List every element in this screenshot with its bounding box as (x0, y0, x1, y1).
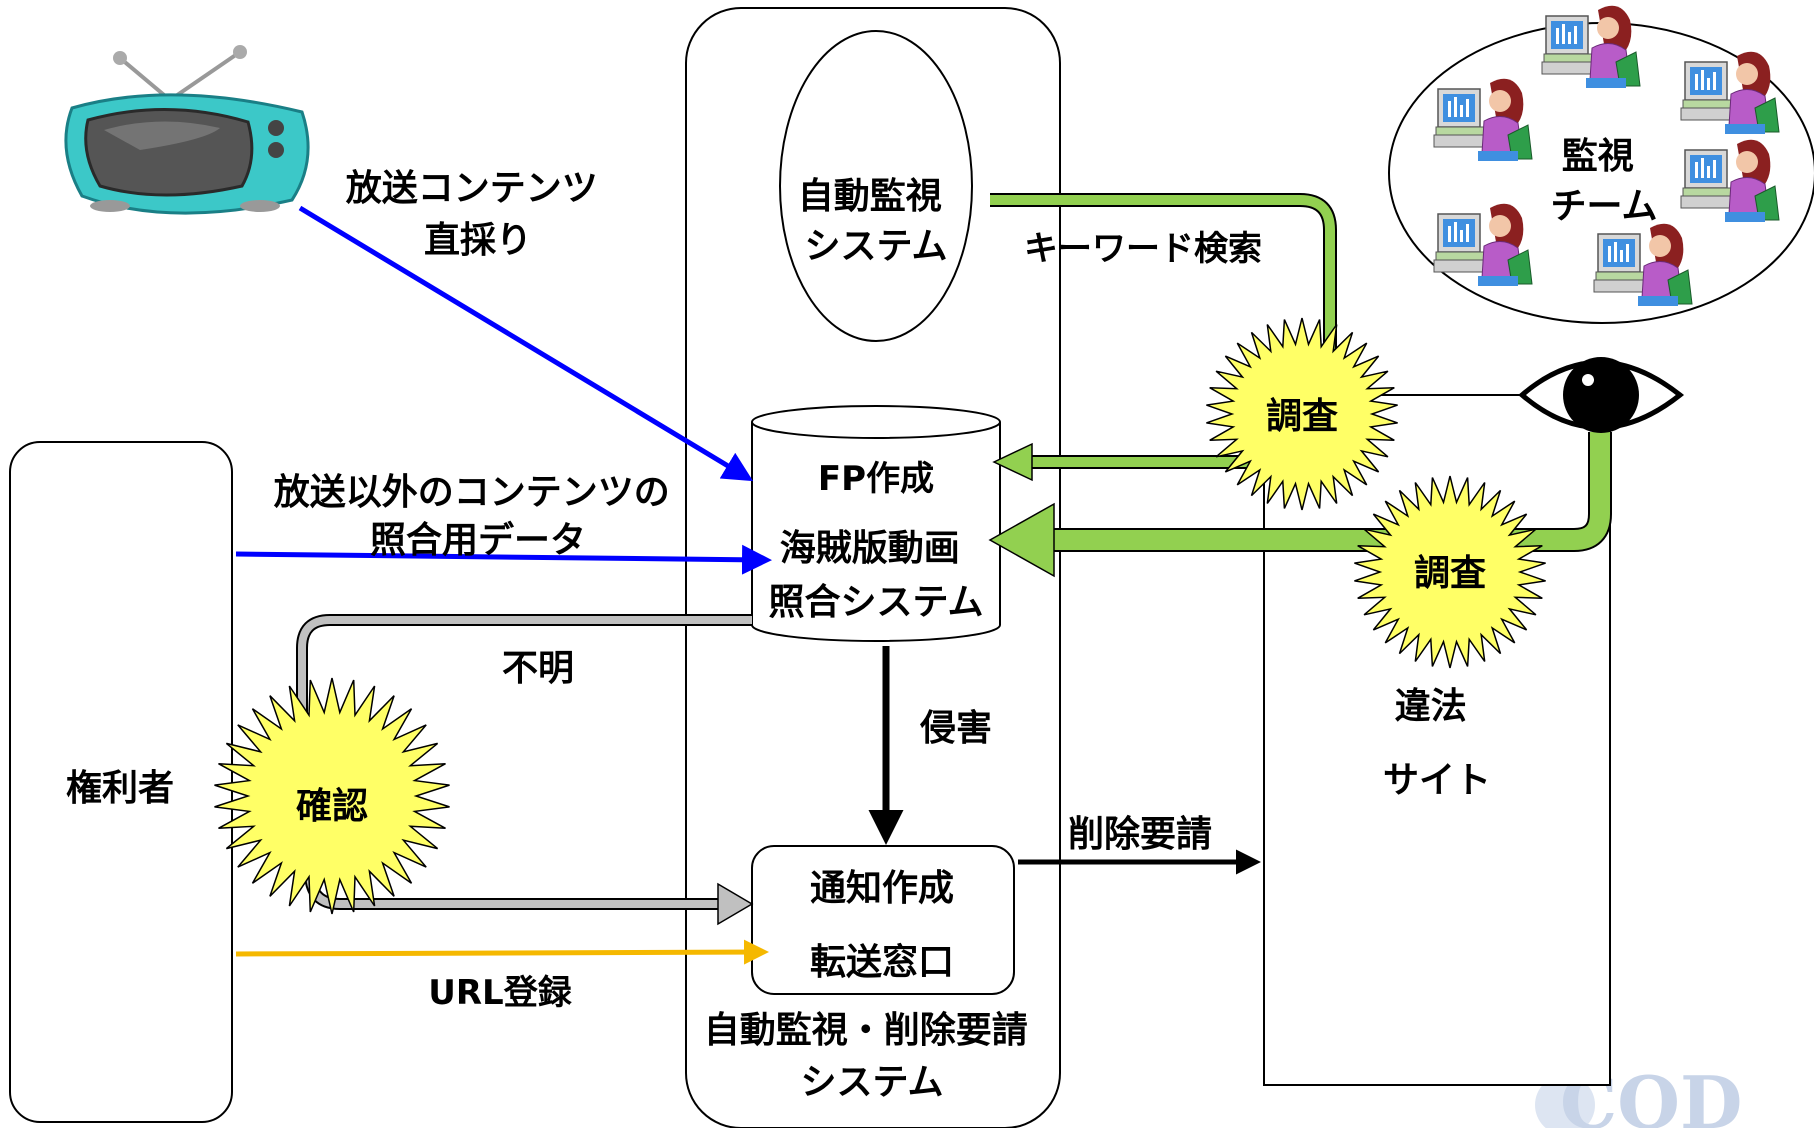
rights-holder-label: 権利者 (66, 768, 174, 809)
worker-icon (1433, 203, 1533, 286)
infringement-label: 侵害 (919, 708, 992, 749)
worker-icon (1680, 139, 1780, 222)
worker-icon (1541, 5, 1641, 88)
worker-icon (1593, 223, 1693, 306)
investigate-label-1: 調査 (1266, 396, 1338, 437)
url-register-arrow (235, 939, 769, 965)
url-register-label: URL登録 (428, 973, 572, 1013)
matching-system-cylinder (751, 405, 1001, 642)
monitor-team-workers (1433, 5, 1780, 306)
notify-box (751, 845, 1015, 995)
investigate-label-2: 調査 (1414, 553, 1486, 594)
auto-monitor-label: 自動監視 システム (798, 176, 955, 267)
monitor-team-label: 監視 チーム (1551, 136, 1658, 227)
fp-create-label: FP作成 (818, 459, 934, 499)
unknown-label: 不明 (502, 648, 574, 689)
illegal-site-label: 違法 サイト (1383, 686, 1491, 801)
broadcast-capture-arrow (298, 205, 754, 482)
forward-label: 転送窓口 (810, 942, 954, 983)
broadcast-capture-label: 放送コンテンツ 直採り (346, 168, 611, 261)
auto-monitor-ellipse (779, 30, 973, 342)
starburst-investigate-2 (1354, 475, 1546, 669)
worker-icon (1433, 78, 1533, 161)
starburst-confirm (214, 677, 450, 915)
notify-label: 通知作成 (810, 868, 954, 909)
keyword-search-arrow (990, 193, 1337, 482)
pirate-match-label: 海賊版動画 照合システム (769, 528, 984, 623)
tv-icon (64, 45, 310, 215)
system-title-label: 自動監視・削除要請 システム (704, 1010, 1041, 1103)
eye-icon (1518, 357, 1685, 433)
keyword-search-label: キーワード検索 (1024, 229, 1262, 269)
starburst-investigate-1 (1206, 317, 1398, 511)
delete-request-label: 削除要請 (1068, 814, 1212, 855)
eye-investigate-arrow (988, 432, 1612, 578)
non-broadcast-data-label: 放送以外のコンテンツの 照合用データ (274, 472, 683, 561)
rights-holder-box (9, 441, 233, 1123)
confirm-label: 確認 (296, 786, 368, 827)
non-broadcast-data-arrow (235, 544, 772, 575)
worker-icon (1680, 51, 1780, 134)
